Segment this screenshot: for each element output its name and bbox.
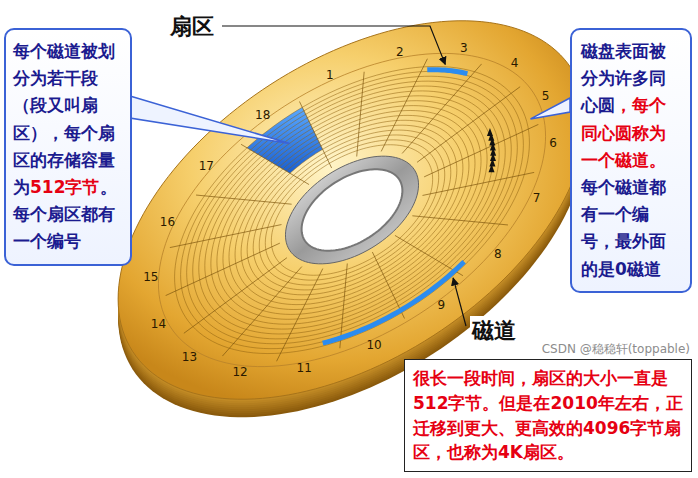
head-marker xyxy=(488,133,494,141)
sector-line xyxy=(299,101,331,168)
track-ring xyxy=(253,130,451,290)
sector-line xyxy=(424,124,538,176)
sector-number: 16 xyxy=(160,215,175,229)
part-label: 扇区 xyxy=(168,12,216,42)
sector-number: 13 xyxy=(182,350,197,364)
sector-line xyxy=(166,243,280,295)
head-marker xyxy=(489,159,495,167)
track-ring xyxy=(175,66,530,353)
sector-line xyxy=(196,195,292,204)
sector-number: 8 xyxy=(494,247,502,261)
sector-number: 3 xyxy=(460,41,468,55)
track-ring xyxy=(211,96,493,324)
sector-number: 18 xyxy=(255,108,270,122)
track-ring xyxy=(193,81,512,339)
sector-line xyxy=(170,225,282,248)
sector-line xyxy=(423,172,535,195)
sector-lines xyxy=(166,59,539,362)
track-ring xyxy=(199,86,505,334)
callout-tail xyxy=(531,98,570,119)
track-ring xyxy=(241,120,463,299)
track-ring xyxy=(205,91,499,329)
tracks xyxy=(175,66,530,353)
callout-tail xyxy=(130,96,290,143)
sector-number: 14 xyxy=(151,317,166,331)
emphasis-text: 512字节 xyxy=(30,177,100,197)
sector-number: 2 xyxy=(396,45,404,59)
leader-line xyxy=(453,278,466,326)
sector-number: 4 xyxy=(511,56,519,70)
highlighted-track xyxy=(427,70,467,74)
sector-line xyxy=(381,59,427,152)
sector-callout: 每个磁道被划分为若干段（段又叫扇区），每个扇区的存储容量为512字节。每个扇区都… xyxy=(4,28,132,266)
hub-ring xyxy=(285,156,418,264)
head-marker xyxy=(490,153,496,161)
callout-text: 很长一段时间，扇区的大小一直是512字节。但是在2010年左右，正迁移到更大、更… xyxy=(413,368,683,462)
sector-number: 6 xyxy=(549,136,557,150)
head-markers xyxy=(487,128,496,172)
sector-number: 1 xyxy=(326,68,334,82)
sector-line xyxy=(222,267,301,357)
sector-number: 9 xyxy=(437,298,445,312)
watermark: CSDN @稳稳轩(toppable) xyxy=(542,341,690,358)
sector-line xyxy=(357,72,364,157)
hub-hole xyxy=(302,169,403,251)
leader-line xyxy=(222,26,445,64)
disk-rim xyxy=(158,53,545,366)
highlighted-track xyxy=(323,262,464,343)
note-box: 很长一段时间，扇区的大小一直是512字节。但是在2010年左右，正迁移到更大、更… xyxy=(404,359,692,472)
disk-face xyxy=(118,21,586,399)
track-ring xyxy=(265,140,438,280)
callout-text: 每个磁道被划分为若干段（段又叫扇区），每个扇区的存储容量为 xyxy=(13,41,115,197)
sector-number: 10 xyxy=(366,338,381,352)
track-ring xyxy=(187,76,518,344)
head-marker xyxy=(489,164,495,172)
callout-text: 每个磁道都有一个编号，最外面的是0磁道 xyxy=(581,177,666,279)
track-ring xyxy=(271,145,432,276)
sector-line xyxy=(417,87,520,163)
sector-line xyxy=(241,144,309,184)
track-ring xyxy=(247,125,457,295)
sector-line xyxy=(184,258,287,334)
sector-number: 7 xyxy=(533,191,541,205)
sector-number: 17 xyxy=(199,159,214,173)
sector-line xyxy=(277,269,323,362)
sector-line xyxy=(402,64,481,154)
track-callout: 磁盘表面被分为许多同心圆，每个同心圆称为一个磁道。每个磁道都有一个编号，最外面的… xyxy=(570,28,692,293)
sector-line xyxy=(412,216,508,225)
sector-number: 12 xyxy=(232,365,247,379)
track-ring xyxy=(259,135,444,285)
highlighted-sector xyxy=(247,107,323,173)
sector-number: 11 xyxy=(297,361,312,375)
sector-number: 15 xyxy=(143,270,158,284)
sector-number: 5 xyxy=(542,89,550,103)
part-label: 磁道 xyxy=(470,316,518,346)
track-ring xyxy=(181,71,524,348)
